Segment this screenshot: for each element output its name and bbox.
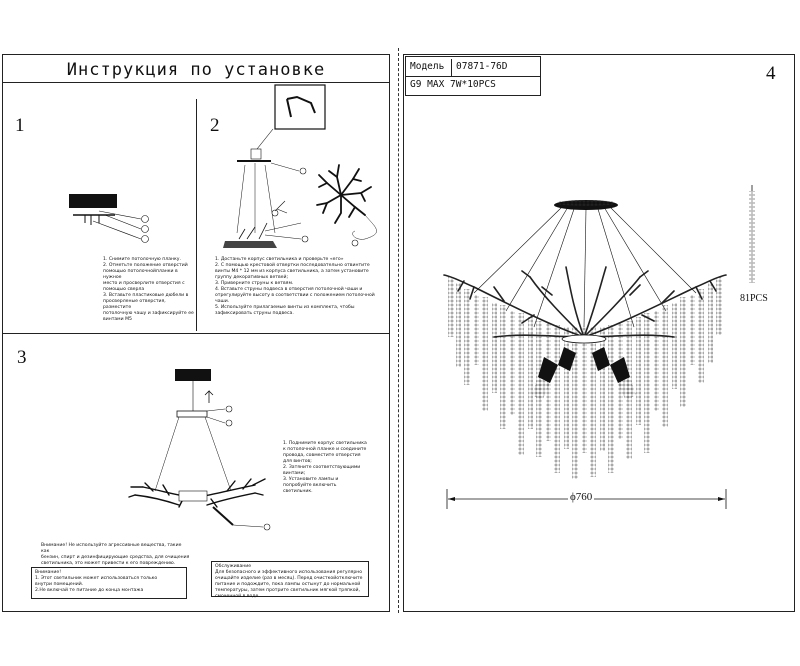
attention-title: Внимание! [35, 570, 62, 575]
diameter-label: ϕ760 [568, 491, 595, 503]
title-divider [3, 82, 389, 83]
page-number: 4 [766, 63, 776, 84]
ceiling-block [69, 194, 117, 208]
step-3-text: 1. Поднимите корпус светильника к потоло… [283, 441, 367, 494]
v-divider-1 [196, 99, 197, 331]
step-1-illustration [69, 194, 149, 243]
right-page: Модель 07871-76D G9 MAX 7W*10PCS 4 [403, 54, 795, 612]
step-3-illustration [128, 369, 271, 531]
crystal-strand-detail [749, 185, 755, 283]
step-3-number: 3 [17, 347, 27, 368]
center-divider [398, 48, 399, 613]
step-1-number: 1 [15, 115, 25, 136]
spec-line: G9 MAX 7W*10PCS [410, 79, 496, 90]
left-page: Инструкция по установке 1 1. Снимите пот… [2, 54, 390, 612]
warning-text: Внимание! Не используйте агрессивные вещ… [41, 543, 190, 566]
step-2-number: 2 [210, 115, 220, 136]
step-2-text: 1. Достаньте корпус светильника и провер… [215, 257, 375, 316]
model-label: Модель [406, 59, 452, 77]
model-value: 07871-76D [452, 59, 540, 77]
service-title: Обслуживание [215, 564, 252, 569]
step-1-text: 1. Снимите потолочную планку. 2. Отметьт… [103, 257, 194, 322]
step-2-illustration [223, 84, 377, 248]
service-box: Обслуживание Для безопасного и эффективн… [211, 561, 369, 599]
attention-box: Внимание! 1. Этот светильник может испол… [31, 567, 187, 599]
model-table: Модель 07871-76D G9 MAX 7W*10PCS [405, 56, 541, 96]
pcs-label: 81PCS [740, 293, 768, 304]
page-title: Инструкция по установке [66, 60, 326, 80]
chandelier-illustration [443, 200, 727, 479]
h-divider [3, 333, 389, 334]
